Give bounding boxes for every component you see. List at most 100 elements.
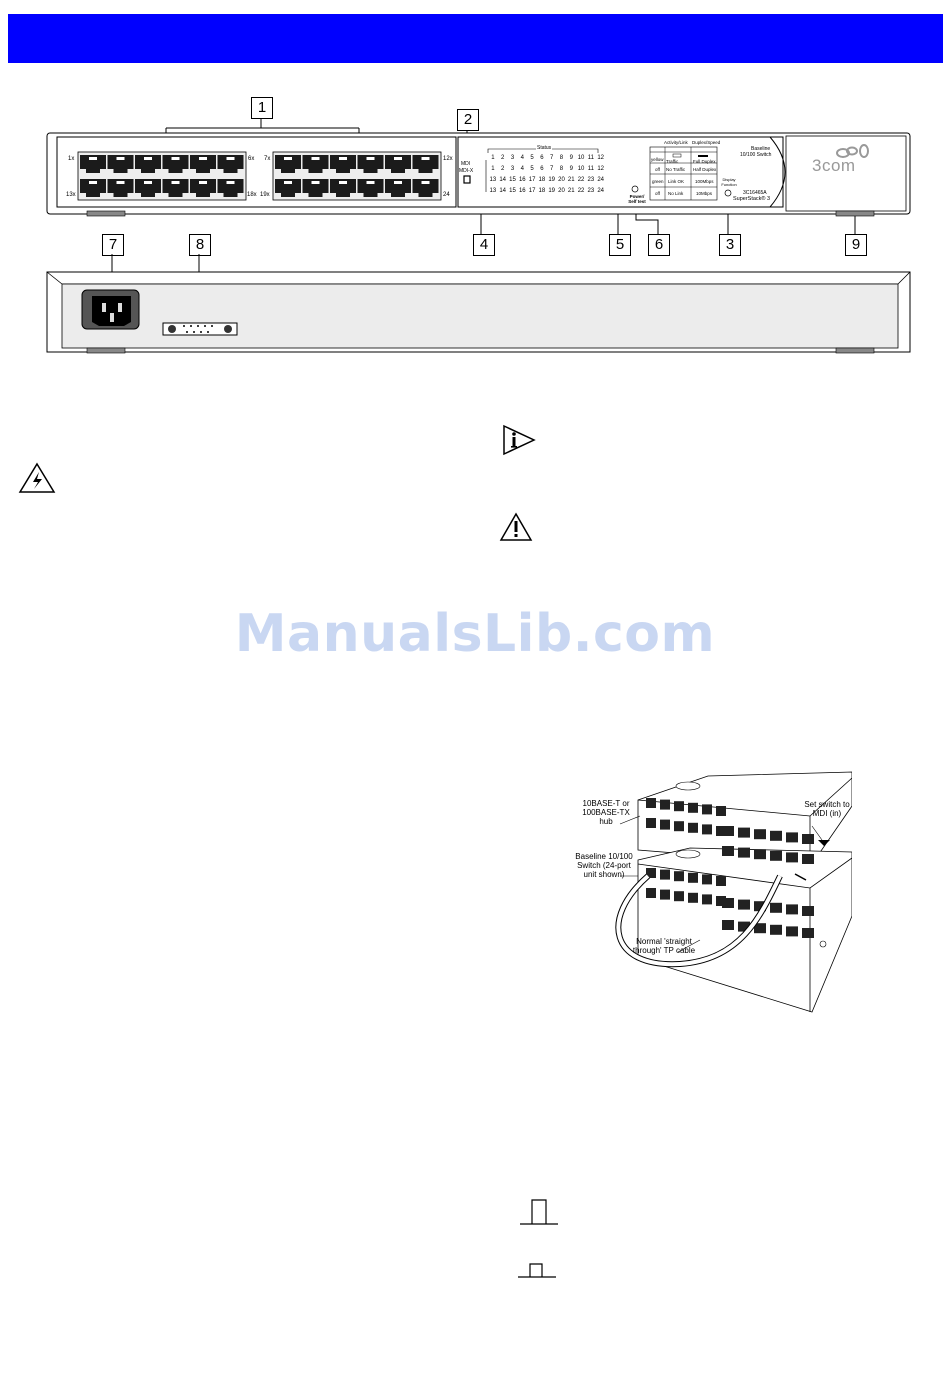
- mdi-label: MDI: [461, 161, 471, 167]
- illustration-port: [754, 849, 766, 860]
- callout-6: 6: [648, 234, 670, 256]
- ethernet-port: [330, 179, 356, 197]
- callout-3: 3: [719, 234, 741, 256]
- superstack-label: SuperStack® 3: [733, 196, 771, 202]
- led-number: 10: [577, 155, 585, 161]
- illustration-port: [716, 896, 726, 906]
- switch-in-icon: [518, 1263, 556, 1278]
- port-label-13x: 13x: [66, 192, 76, 198]
- port-latch: [116, 181, 125, 184]
- legend-state: yellow: [651, 157, 664, 162]
- led-number: 21: [567, 177, 575, 183]
- caution-icon: [499, 512, 533, 541]
- information-icon: [503, 424, 536, 456]
- illustration-port: [660, 819, 670, 830]
- legend-state: off: [655, 191, 660, 196]
- illustration-port: [688, 892, 698, 903]
- illustration-port: [660, 889, 670, 900]
- led-number: 3: [510, 166, 515, 172]
- illustration-port: [646, 818, 656, 828]
- led-number: 2: [501, 155, 505, 161]
- legend-right: Half Duplex: [693, 167, 717, 172]
- illustration-port: [702, 874, 712, 885]
- hub-label: 10BASE-T or 100BASE-TX hub: [582, 799, 630, 826]
- led-number: 10: [577, 166, 585, 172]
- led-number: 12: [597, 166, 604, 172]
- port-label-18x: 18x: [247, 192, 257, 198]
- header-bar: [8, 14, 943, 63]
- port-latch: [366, 181, 375, 184]
- callout-9: 9: [845, 234, 867, 256]
- led-number: 24: [597, 188, 604, 194]
- callout-5: 5: [609, 234, 631, 256]
- illustration-port: [716, 876, 726, 886]
- ethernet-port: [190, 179, 216, 197]
- port-label-7x: 7x: [264, 156, 271, 162]
- ethernet-port: [275, 155, 301, 173]
- led-number: 18: [538, 177, 546, 183]
- led-number: 1: [491, 155, 495, 161]
- led-number: 11: [587, 155, 594, 161]
- led-number: 5: [530, 166, 534, 172]
- port-latch: [199, 181, 207, 184]
- led-number: 20: [558, 188, 565, 194]
- display-function-label: Display Function: [721, 177, 737, 187]
- ethernet-port: [412, 155, 439, 173]
- ethernet-port: [135, 155, 161, 173]
- port-latch: [116, 157, 125, 160]
- port-latch: [144, 157, 152, 160]
- ethernet-port: [385, 155, 411, 173]
- port-latch: [226, 181, 235, 184]
- port-latch: [311, 181, 320, 184]
- port-latch: [394, 157, 402, 160]
- port-latch: [339, 157, 347, 160]
- model-number: 3C16465A: [743, 190, 767, 196]
- cable-label: Normal 'straight through' TP cable: [632, 937, 696, 955]
- led-number: 15: [509, 188, 516, 194]
- illustration-port: [722, 920, 734, 930]
- console-port: [162, 322, 238, 336]
- led-number: 8: [559, 166, 564, 172]
- legend-head-left: Activity/Link: [664, 140, 688, 145]
- ethernet-port: [190, 155, 216, 173]
- illustration-port: [738, 921, 750, 932]
- illustration-port: [738, 827, 750, 838]
- led-number: 15: [509, 177, 516, 183]
- callout-7: 7: [102, 234, 124, 256]
- ethernet-port: [162, 155, 189, 173]
- illustration-port: [802, 854, 814, 864]
- led-number: 12: [597, 155, 604, 161]
- illustration-port: [688, 872, 698, 883]
- legend-right: 100Mbps: [695, 179, 714, 184]
- port-label-1x: 1x: [68, 156, 75, 162]
- rear-panel-diagram: [46, 254, 911, 354]
- port-latch: [284, 157, 292, 160]
- port-label-24: 24: [443, 192, 450, 198]
- port-latch: [89, 157, 97, 160]
- led-row: 13 14 15 16 17 18 19 20 21 22 23 24: [488, 188, 606, 195]
- legend-right: 10Mbps: [696, 191, 713, 196]
- legend-left: No Link: [668, 191, 684, 196]
- port-label-6x: 6x: [248, 156, 255, 162]
- illustration-port: [646, 868, 656, 878]
- legend-right: Full Duplex: [693, 159, 716, 164]
- ethernet-port: [330, 155, 356, 173]
- led-number: 23: [587, 177, 595, 183]
- ethernet-port: [107, 155, 134, 173]
- illustration-port: [674, 821, 684, 832]
- front-panel-diagram: [46, 118, 911, 234]
- led-number: 17: [528, 188, 536, 194]
- ethernet-port: [80, 155, 106, 173]
- illustration-port: [722, 846, 734, 856]
- legend-left: Link OK: [668, 179, 685, 184]
- illustration-port: [738, 847, 750, 858]
- port-latch: [366, 157, 375, 160]
- led-number: 7: [550, 155, 554, 161]
- 3com-logo: 3COM: [812, 156, 856, 175]
- illustration-port: [802, 834, 814, 844]
- illustration-port: [660, 799, 670, 810]
- led-number: 16: [518, 177, 526, 183]
- port-latch: [199, 157, 207, 160]
- ethernet-port: [412, 179, 439, 197]
- illustration-port: [722, 898, 734, 908]
